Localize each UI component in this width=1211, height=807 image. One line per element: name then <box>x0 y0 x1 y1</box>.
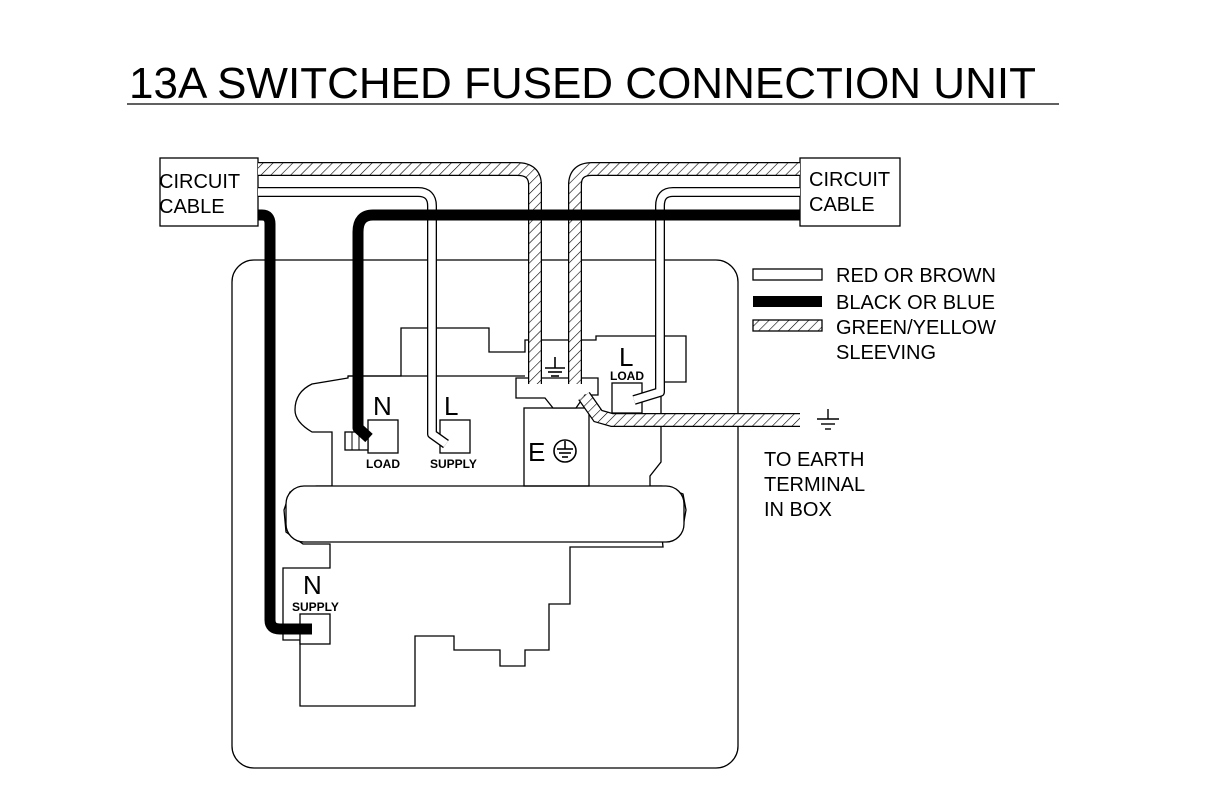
left-cable-label-line1: CIRCUIT <box>159 171 240 193</box>
right-cable-label-line2: CABLE <box>809 194 875 216</box>
legend-label-black: BLACK OR BLUE <box>836 292 995 314</box>
switch-rocker <box>285 485 685 543</box>
n-load-conductor <box>352 209 374 443</box>
n-supply-letter: N <box>303 570 322 600</box>
earth-note-line1: TO EARTH <box>764 449 864 471</box>
n-load-label: LOAD <box>366 457 400 471</box>
n-load-letter: N <box>373 391 392 421</box>
n-load-terminal <box>367 419 399 454</box>
earth-terminal-clamp <box>515 377 599 409</box>
unit-body-outline <box>282 327 687 707</box>
left-line-conductor <box>258 187 449 449</box>
legend: RED OR BROWN BLACK OR BLUE GREEN/YELLOW … <box>752 265 996 364</box>
back-box <box>231 259 739 769</box>
earth-note-line3: IN BOX <box>764 499 832 521</box>
right-cable-label-line1: CIRCUIT <box>809 169 890 191</box>
legend-label-red: RED OR BROWN <box>836 265 996 287</box>
l-load-letter: L <box>619 342 633 372</box>
l-supply-letter: L <box>444 391 458 421</box>
l-supply-label: SUPPLY <box>430 457 477 471</box>
n-supply-label: SUPPLY <box>292 600 339 614</box>
l-supply-terminal <box>439 419 471 454</box>
legend-swatch-red <box>752 268 823 281</box>
legend-label-green-line1: GREEN/YELLOW <box>836 317 996 339</box>
page-title: 13A SWITCHED FUSED CONNECTION UNIT <box>129 59 1036 108</box>
earth-terminal-symbol-icon <box>545 357 565 377</box>
earth-circle-icon <box>553 439 577 463</box>
l-load-label: LOAD <box>610 369 644 383</box>
box-earth-icon <box>817 409 839 430</box>
left-cable-label-line2: CABLE <box>159 196 225 218</box>
n-supply-conductor <box>256 209 312 635</box>
legend-swatch-green <box>752 319 823 332</box>
earth-letter: E <box>528 437 545 467</box>
legend-swatch-black <box>753 296 822 307</box>
legend-label-green-line2: SLEEVING <box>836 342 936 364</box>
earth-note-line2: TERMINAL <box>764 474 865 496</box>
